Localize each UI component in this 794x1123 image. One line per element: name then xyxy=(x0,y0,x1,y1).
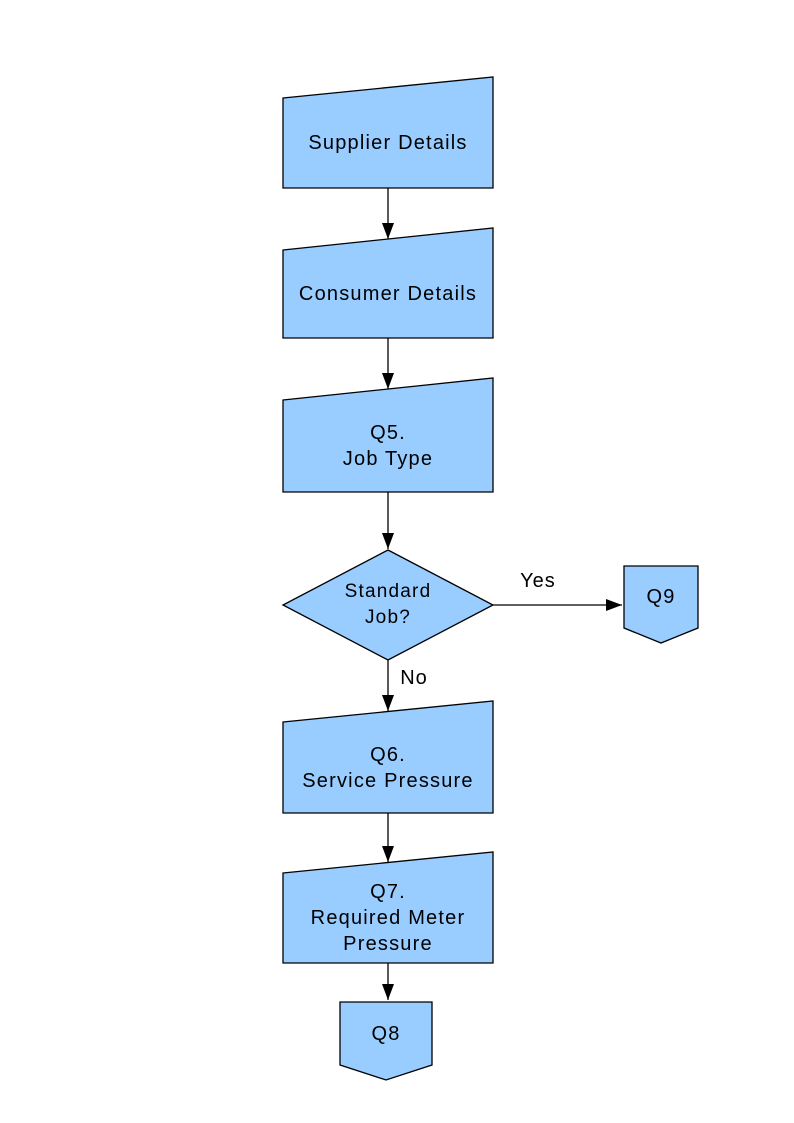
shape-q6-service-pressure xyxy=(282,700,494,814)
shape-q8-connector xyxy=(339,1001,433,1081)
shape-q5-job-type xyxy=(282,377,494,493)
shape-decision-standard-job xyxy=(281,549,495,661)
shape-supplier-details xyxy=(282,76,494,189)
shape-consumer-details xyxy=(282,227,494,339)
shape-q9-connector xyxy=(623,565,699,644)
shape-q7-required-meter-pressure xyxy=(282,851,494,964)
